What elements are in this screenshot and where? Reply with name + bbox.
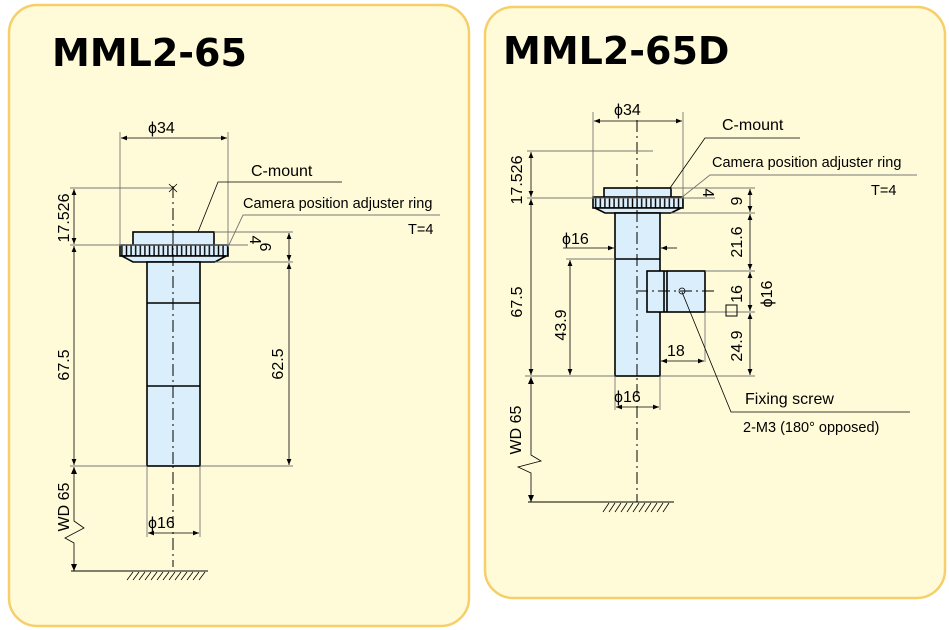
dim-tube-length: 62.5 <box>200 263 293 467</box>
svg-text:67.5: 67.5 <box>509 286 526 317</box>
svg-text:C-mount: C-mount <box>251 163 313 180</box>
svg-text:Camera position adjuster ring: Camera position adjuster ring <box>243 196 432 212</box>
dim-mid-diameter: ϕ16 <box>562 231 677 260</box>
fixing-screw-callout: Fixing screw 2-M3 (180° opposed) <box>681 291 910 436</box>
svg-text:18: 18 <box>667 343 685 360</box>
svg-text:ϕ16: ϕ16 <box>759 281 776 308</box>
dim-upper-tube: 21.6 <box>705 214 755 272</box>
dim-flange-offset: 17.526 <box>509 150 715 204</box>
dim-mount-height: 9 <box>671 187 755 214</box>
panel-background <box>483 5 947 600</box>
svg-text:Fixing screw: Fixing screw <box>745 391 834 408</box>
dim-mount-height: 9 <box>214 231 293 263</box>
panel-background <box>7 3 471 628</box>
svg-text:ϕ16: ϕ16 <box>148 515 175 532</box>
svg-text:T=4: T=4 <box>871 183 896 199</box>
adjuster-ring-callout: Camera position adjuster ring T=4 <box>680 155 917 199</box>
svg-text:Camera position adjuster ring: Camera position adjuster ring <box>712 155 901 171</box>
dim-body-length: 67.5 <box>56 246 147 467</box>
svg-text:ϕ34: ϕ34 <box>148 120 175 137</box>
svg-text:17.526: 17.526 <box>509 155 526 204</box>
svg-text:67.5: 67.5 <box>56 349 73 380</box>
dim-ring-height: 4 <box>246 236 263 245</box>
panel-mml2-65d: MML2-65D ϕ34 C-mount <box>483 5 947 600</box>
dim-working-distance: WD 65 <box>508 377 543 502</box>
panel-mml2-65: MML2-65 ϕ34 C-mount <box>7 3 471 628</box>
square-symbol <box>725 304 738 317</box>
work-surface <box>528 501 674 513</box>
dim-working-distance: WD 65 <box>56 467 85 571</box>
svg-text:17.526: 17.526 <box>56 193 73 242</box>
c-mount-callout: C-mount <box>669 117 800 189</box>
svg-text:WD 65: WD 65 <box>508 405 525 454</box>
svg-text:21.6: 21.6 <box>729 226 746 257</box>
svg-text:ϕ34: ϕ34 <box>614 102 641 119</box>
svg-text:43.9: 43.9 <box>553 309 570 340</box>
dim-top-diameter: ϕ34 <box>119 120 229 246</box>
svg-text:16: 16 <box>729 285 746 303</box>
svg-text:ϕ16: ϕ16 <box>562 231 589 248</box>
svg-text:ϕ16: ϕ16 <box>614 389 641 406</box>
dim-body-length: 67.5 <box>509 199 615 377</box>
dim-tube-diameter: ϕ16 <box>614 376 661 410</box>
svg-text:62.5: 62.5 <box>270 348 287 379</box>
ring-chamfer <box>121 255 227 263</box>
svg-text:WD 65: WD 65 <box>56 482 73 531</box>
dim-port-offset: 43.9 <box>553 260 573 375</box>
svg-text:C-mount: C-mount <box>722 117 784 134</box>
svg-text:9: 9 <box>258 242 275 251</box>
work-surface <box>71 570 208 581</box>
c-mount-callout: C-mount <box>197 163 342 233</box>
dim-tube-diameter: ϕ16 <box>146 466 201 537</box>
dim-port-length: 18 <box>661 312 706 364</box>
svg-text:T=4: T=4 <box>408 222 433 238</box>
panel-title: MML2-65D <box>503 29 729 73</box>
svg-text:24.9: 24.9 <box>729 330 746 361</box>
svg-text:2-M3 (180° opposed): 2-M3 (180° opposed) <box>743 420 879 436</box>
dim-flange-offset: 17.526 <box>56 187 248 246</box>
adjuster-ring <box>592 196 684 209</box>
svg-text:9: 9 <box>729 196 746 205</box>
adjuster-ring <box>119 244 229 257</box>
focal-point-mark <box>168 183 178 193</box>
panel-title: MML2-65 <box>52 31 247 75</box>
adjuster-ring-callout: Camera position adjuster ring T=4 <box>227 196 440 248</box>
dim-port-size: 16 ϕ16 <box>705 272 776 317</box>
dim-lower-tube: 24.9 <box>660 313 755 377</box>
dim-top-diameter: ϕ34 <box>592 102 684 198</box>
screw-hole <box>678 287 686 295</box>
dim-ring-height: 4 <box>699 189 716 198</box>
